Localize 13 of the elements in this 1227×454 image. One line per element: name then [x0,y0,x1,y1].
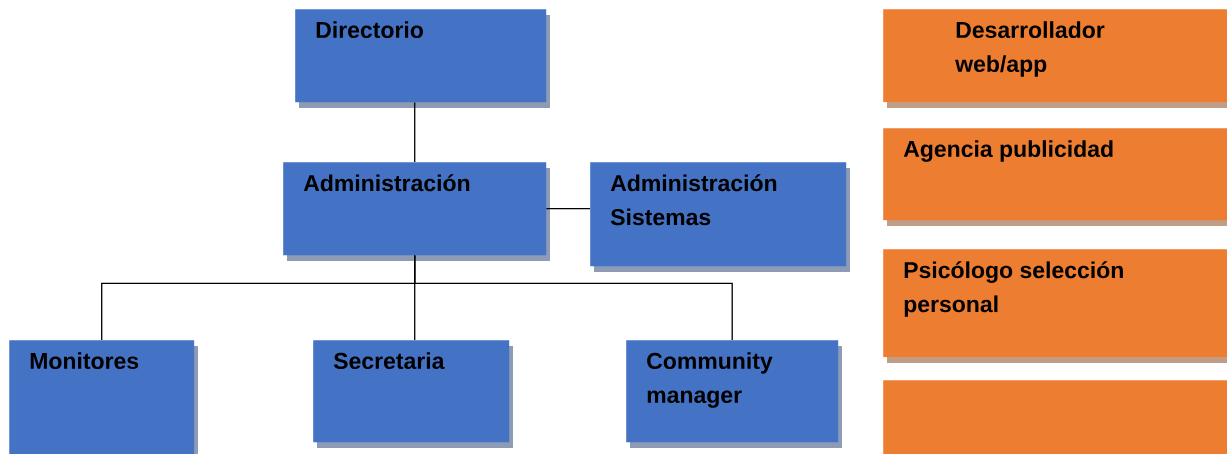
service-box: Desarrollador web/app [883,9,1227,108]
org-chart-box: Administración [283,162,550,261]
connector-line [545,208,591,210]
service-box [883,380,1227,454]
connector-line [414,254,733,341]
org-chart-box: Administración Sistemas [590,162,850,272]
org-chart-box: Monitores [9,340,198,454]
org-chart-box: Community manager [626,340,842,448]
service-box: Agencia publicidad [883,128,1227,226]
connector-line [414,101,416,163]
org-chart-box: Directorio [295,9,550,108]
service-box: Psicólogo selección personal [883,249,1227,363]
org-chart-box: Secretaria [313,340,513,448]
